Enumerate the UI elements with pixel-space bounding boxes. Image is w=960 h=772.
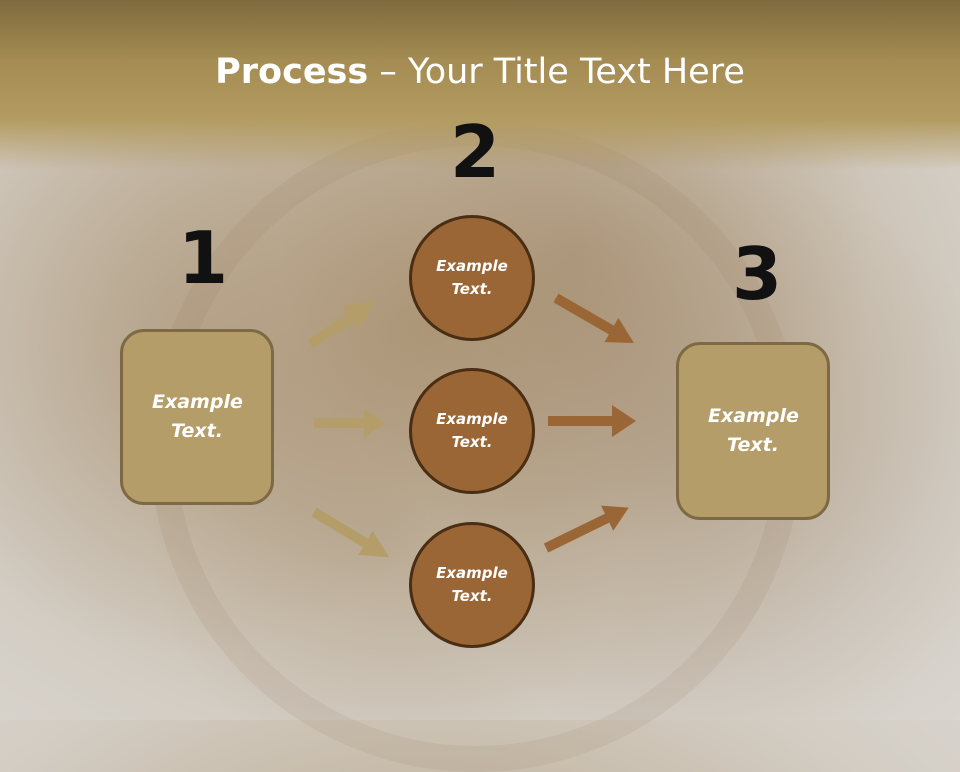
step-number-2: 2: [450, 110, 501, 194]
title-bold: Process: [215, 52, 369, 92]
circle-bottom: Example Text.: [409, 522, 535, 648]
circle-middle-text: Example Text.: [436, 410, 508, 451]
circle-top: Example Text.: [409, 215, 535, 341]
circle-top-text: Example Text.: [436, 257, 508, 298]
right-box: Example Text.: [676, 342, 830, 520]
step-number-3: 3: [732, 232, 783, 316]
left-box: Example Text.: [120, 329, 274, 505]
arrows-layer: [307, 293, 636, 558]
circle-bottom-text: Example Text.: [436, 564, 508, 605]
step-number-1: 1: [178, 216, 229, 300]
arrow-middle-to-right: [548, 405, 636, 437]
arrow-left-to-top: [307, 300, 378, 349]
left-box-text: Example Text.: [152, 391, 243, 442]
arrow-left-to-bottom: [311, 507, 390, 558]
arrow-left-to-middle: [314, 409, 386, 437]
arrow-bottom-to-right: [543, 505, 629, 553]
circle-middle: Example Text.: [409, 368, 535, 494]
slide-title: Process – Your Title Text Here: [0, 52, 960, 92]
arrow-top-to-right: [553, 293, 634, 343]
right-box-text: Example Text.: [708, 405, 799, 456]
title-rest: – Your Title Text Here: [368, 52, 745, 92]
title-band: [0, 0, 960, 170]
